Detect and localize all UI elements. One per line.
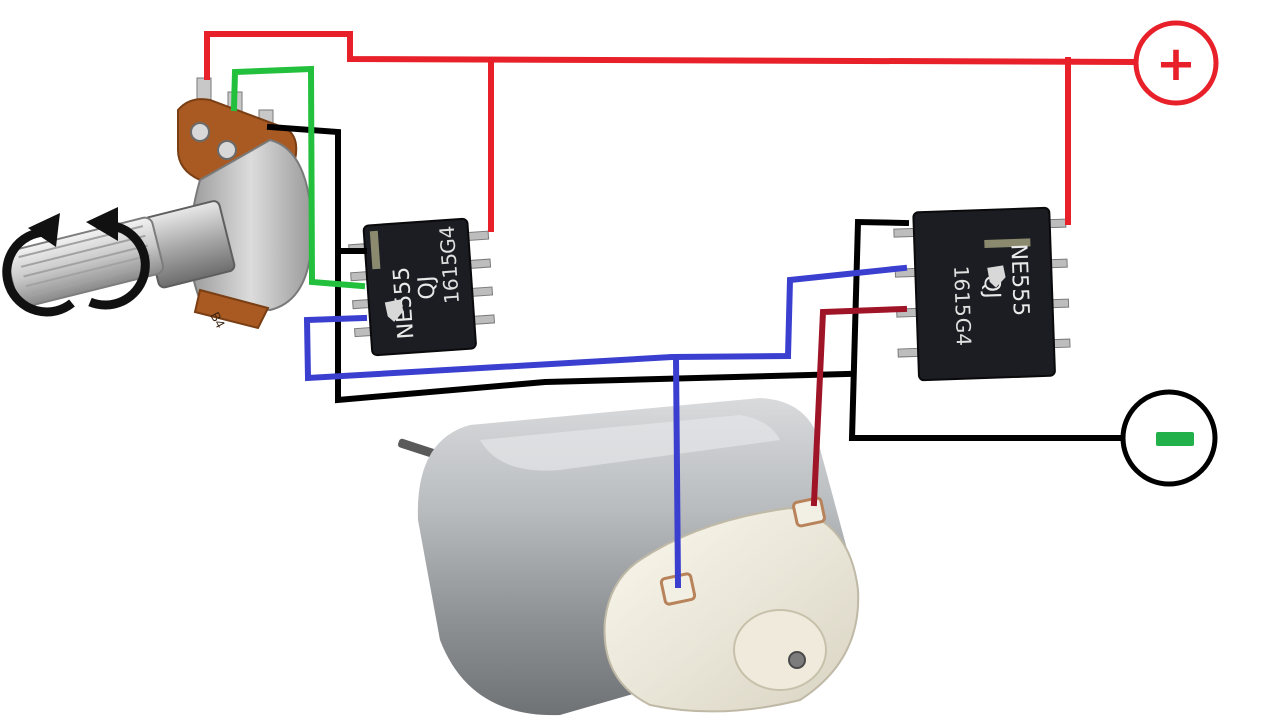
wire-ground-left bbox=[266, 123, 852, 404]
chip-right-pin1-stripe bbox=[984, 238, 1031, 248]
chip-left-pin1-stripe bbox=[369, 230, 381, 270]
positive-terminal: + bbox=[1133, 20, 1219, 106]
dc-motor bbox=[397, 398, 860, 716]
pot-board-lower bbox=[193, 288, 270, 330]
positive-terminal-ring bbox=[1133, 20, 1219, 106]
chip-right-line1: NE555 bbox=[1005, 243, 1033, 316]
ti-logo-icon bbox=[384, 299, 404, 322]
positive-terminal-symbol: + bbox=[1156, 36, 1196, 92]
wire-control bbox=[303, 264, 908, 382]
negative-terminal-bar bbox=[1156, 432, 1194, 446]
pot-rivet-2 bbox=[217, 140, 237, 160]
chip-left-line3: 1615 bbox=[437, 252, 464, 304]
wire-pot-wiper bbox=[230, 65, 366, 290]
rotate-cw-icon bbox=[86, 207, 150, 310]
potentiometer: B4 bbox=[2, 77, 314, 330]
chip-left-suffix: G4 bbox=[435, 225, 461, 255]
motor-can-highlight bbox=[480, 415, 780, 471]
pot-rivet-1 bbox=[190, 122, 210, 142]
wire-positive bbox=[204, 31, 1139, 80]
chip-right-line3: 1615 bbox=[949, 265, 975, 317]
chip-left-body bbox=[362, 217, 477, 357]
wire-ground-right bbox=[848, 218, 1127, 441]
chip-left-line2: QJ bbox=[414, 275, 441, 300]
wire-control-motor bbox=[672, 354, 682, 589]
rotate-ccw-icon bbox=[2, 213, 75, 317]
pot-shaft bbox=[5, 216, 164, 308]
ti-logo-icon bbox=[987, 265, 1006, 288]
chip-right-suffix: G4 bbox=[951, 317, 976, 346]
wire-motor-output bbox=[810, 305, 908, 507]
motor-tab-right bbox=[792, 496, 826, 528]
pot-marking: B4 bbox=[207, 309, 228, 330]
ne555-chip-right: NE555 QJ 1615 G4 bbox=[893, 206, 1071, 382]
negative-terminal: - bbox=[1120, 389, 1218, 487]
motor-end-boss bbox=[733, 609, 827, 691]
motor-rear-shaft bbox=[788, 651, 806, 669]
ne555-chip-left: NE555 QJ 1615 G4 bbox=[348, 217, 496, 357]
chip-right-body bbox=[912, 206, 1056, 382]
